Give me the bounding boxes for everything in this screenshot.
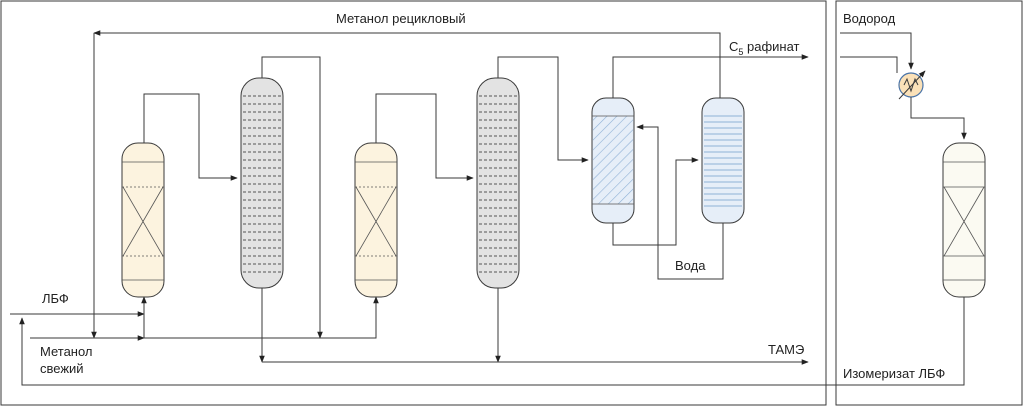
stream-hydrogen xyxy=(840,32,914,70)
reactor-2-shell xyxy=(354,142,398,298)
label-c5-main: C xyxy=(729,39,738,54)
stream-isomerizate-recycle xyxy=(19,297,965,386)
stream-r1-to-c1 xyxy=(143,93,238,181)
stream-c5-raffinate xyxy=(612,54,809,98)
extraction-column xyxy=(591,97,635,224)
distillation-column-1 xyxy=(240,77,284,289)
heat-exchanger-icon xyxy=(898,70,926,100)
stream-c2-to-extractor xyxy=(497,56,589,163)
label-c5-rest: рафинат xyxy=(743,39,799,54)
label-isomerizate: Изомеризат ЛБФ xyxy=(843,366,945,381)
stream-methanol-recycle xyxy=(93,30,721,98)
washer-shell xyxy=(701,97,745,224)
column-1-shell xyxy=(240,77,284,289)
label-water: Вода xyxy=(675,258,706,273)
stream-water-to-extractor xyxy=(636,124,659,238)
label-methanol-fresh-line2: свежий xyxy=(40,361,84,376)
label-c5-raffinate: C5 рафинат xyxy=(729,39,800,57)
reactor-2 xyxy=(354,142,398,298)
main-unit-frame xyxy=(0,0,827,406)
iso-reactor-shell xyxy=(942,142,986,298)
column-2-shell xyxy=(476,77,520,289)
reactor-1 xyxy=(121,142,165,298)
label-lbf: ЛБФ xyxy=(42,291,69,306)
stream-extract-to-washer xyxy=(612,157,699,246)
distillation-column-2 xyxy=(476,77,520,289)
label-methanol-recycle: Метанол рецикловый xyxy=(336,11,466,26)
isomerization-reactor xyxy=(942,142,986,298)
label-tame: ТАМЭ xyxy=(768,342,804,357)
stream-water-return xyxy=(657,223,724,280)
extractor-packing xyxy=(593,116,633,204)
stream-hx-to-iso-reactor xyxy=(910,97,967,140)
stream-raffinate-to-hx xyxy=(840,56,898,73)
label-methanol-fresh-line1: Метанол xyxy=(40,344,93,359)
isomerization-unit-frame xyxy=(835,0,1023,406)
stream-r2-to-c2 xyxy=(375,93,474,181)
label-c5-subscript: 5 xyxy=(738,47,743,57)
stream-reactor2-inlet xyxy=(144,296,379,339)
label-hydrogen: Водород xyxy=(843,11,896,26)
water-wash-column xyxy=(701,97,745,224)
stream-c1-overhead xyxy=(261,56,323,339)
reactor-1-shell xyxy=(121,142,165,298)
